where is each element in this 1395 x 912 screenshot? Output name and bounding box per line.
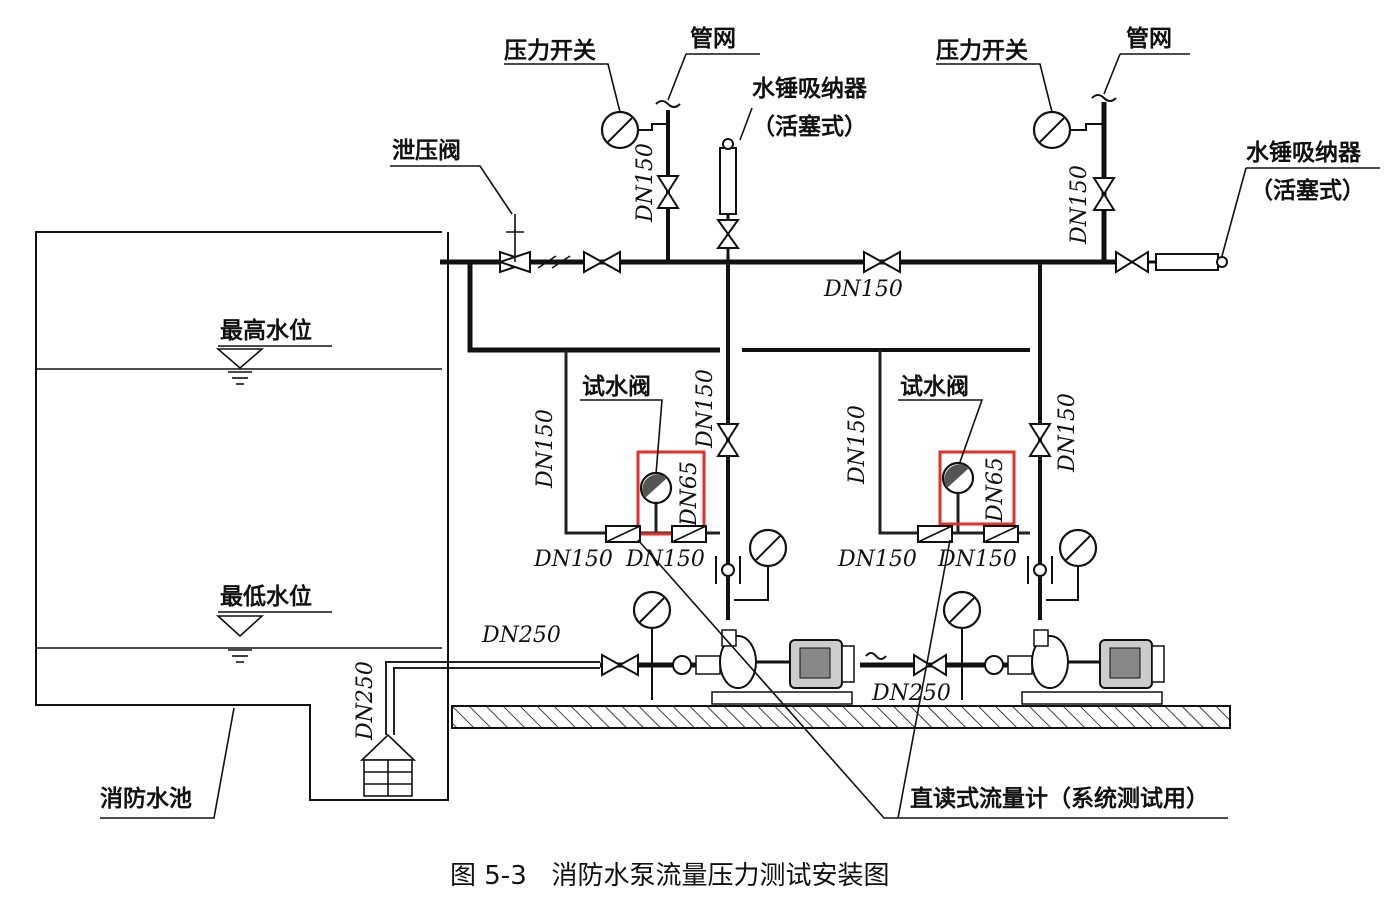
test-valve-gauge-right [941, 461, 975, 495]
dn65-right: DN65 [983, 457, 1008, 523]
break-symbol-left [655, 100, 681, 108]
suction-valve-right [913, 653, 947, 677]
label-piston-type-right: （活塞式） [1250, 177, 1365, 204]
label-flow-meter: 直读式流量计（系统测试用） [910, 785, 1209, 812]
dn-riser-right: DN150 [1055, 393, 1080, 473]
highest-water-level-symbol [215, 345, 332, 385]
lowest-water-level-symbol [215, 611, 332, 663]
relief-valve [496, 214, 571, 274]
discharge-gauge-left [734, 528, 788, 601]
label-highest-water-level: 最高水位 [220, 317, 312, 344]
label-relief-valve: 泄压阀 [392, 138, 461, 164]
dn-top-right-vertical: DN150 [1067, 165, 1092, 245]
fire-water-pool [35, 231, 449, 801]
dn-riser-left: DN150 [693, 369, 718, 449]
highlight-box-right [938, 450, 1016, 526]
label-fire-water-pool: 消防水池 [100, 785, 192, 812]
water-hammer-arrester-center [719, 138, 737, 215]
suction-gauge-left [632, 590, 672, 700]
check-valve-left [715, 556, 741, 584]
figure-caption: 图 5-3 消防水泵流量压力测试安装图 [450, 861, 890, 891]
foot-valve-strainer [360, 733, 416, 797]
leader-lines [100, 53, 1380, 819]
suction-gauge-right [942, 590, 982, 700]
dn-suction-lower: DN250 [871, 681, 951, 706]
label-water-hammer-arrester-right: 水锤吸纳器 [1246, 139, 1362, 166]
fire-pump-right [984, 629, 1165, 705]
dn-suction: DN250 [481, 623, 561, 648]
discharge-header [440, 102, 1160, 620]
network-valve-left [656, 175, 680, 209]
dn-loop-left: DN150 [533, 409, 558, 489]
test-valve-gauge-left [639, 471, 673, 505]
pressure-switch-left [600, 110, 668, 150]
fire-pump-left [672, 629, 855, 705]
label-test-valve-left: 试水阀 [582, 374, 651, 400]
dn-meter-left-a: DN150 [533, 547, 613, 572]
label-test-valve-right: 试水阀 [900, 374, 969, 400]
test-loop-right [878, 350, 1030, 535]
header-valve-1 [583, 250, 621, 274]
dn-top-left-vertical: DN150 [633, 143, 658, 223]
label-pipe-network-left: 管网 [690, 25, 736, 52]
label-piston-type-center: （活塞式） [752, 113, 867, 140]
dn-meter-right-b: DN150 [937, 547, 1017, 572]
break-symbol-suction [865, 652, 887, 660]
flow-meter-left [605, 525, 707, 543]
riser-valve-left [716, 423, 740, 457]
dn-vertical-suction: DN250 [353, 661, 378, 741]
flow-meter-right [917, 525, 1019, 543]
label-water-hammer-arrester-center: 水锤吸纳器 [752, 75, 868, 102]
discharge-gauge-right [1046, 528, 1098, 601]
label-pipe-network-right: 管网 [1126, 25, 1172, 52]
dn-meter-right-a: DN150 [837, 547, 917, 572]
check-valve-right [1027, 556, 1053, 584]
label-lowest-water-level: 最低水位 [220, 583, 312, 610]
dn65-left: DN65 [677, 461, 702, 527]
label-pressure-switch-right: 压力开关 [936, 37, 1028, 64]
riser-valve-right [1028, 423, 1052, 457]
break-symbol-right [1091, 94, 1117, 102]
dn-meter-left-b: DN150 [625, 547, 705, 572]
network-valve-right [1092, 177, 1116, 211]
suction-valve-left [601, 653, 639, 677]
header-valve-2 [863, 250, 901, 274]
label-pressure-switch-left: 压力开关 [504, 37, 596, 64]
dn-header: DN150 [823, 277, 903, 302]
dn-loop-right: DN150 [845, 405, 870, 485]
pressure-switch-right [1032, 110, 1104, 150]
header-valve-3 [1115, 250, 1149, 274]
water-hammer-arrester-right [1155, 253, 1228, 271]
arrester-valve-center [716, 219, 740, 249]
ground-slab [451, 705, 1231, 729]
